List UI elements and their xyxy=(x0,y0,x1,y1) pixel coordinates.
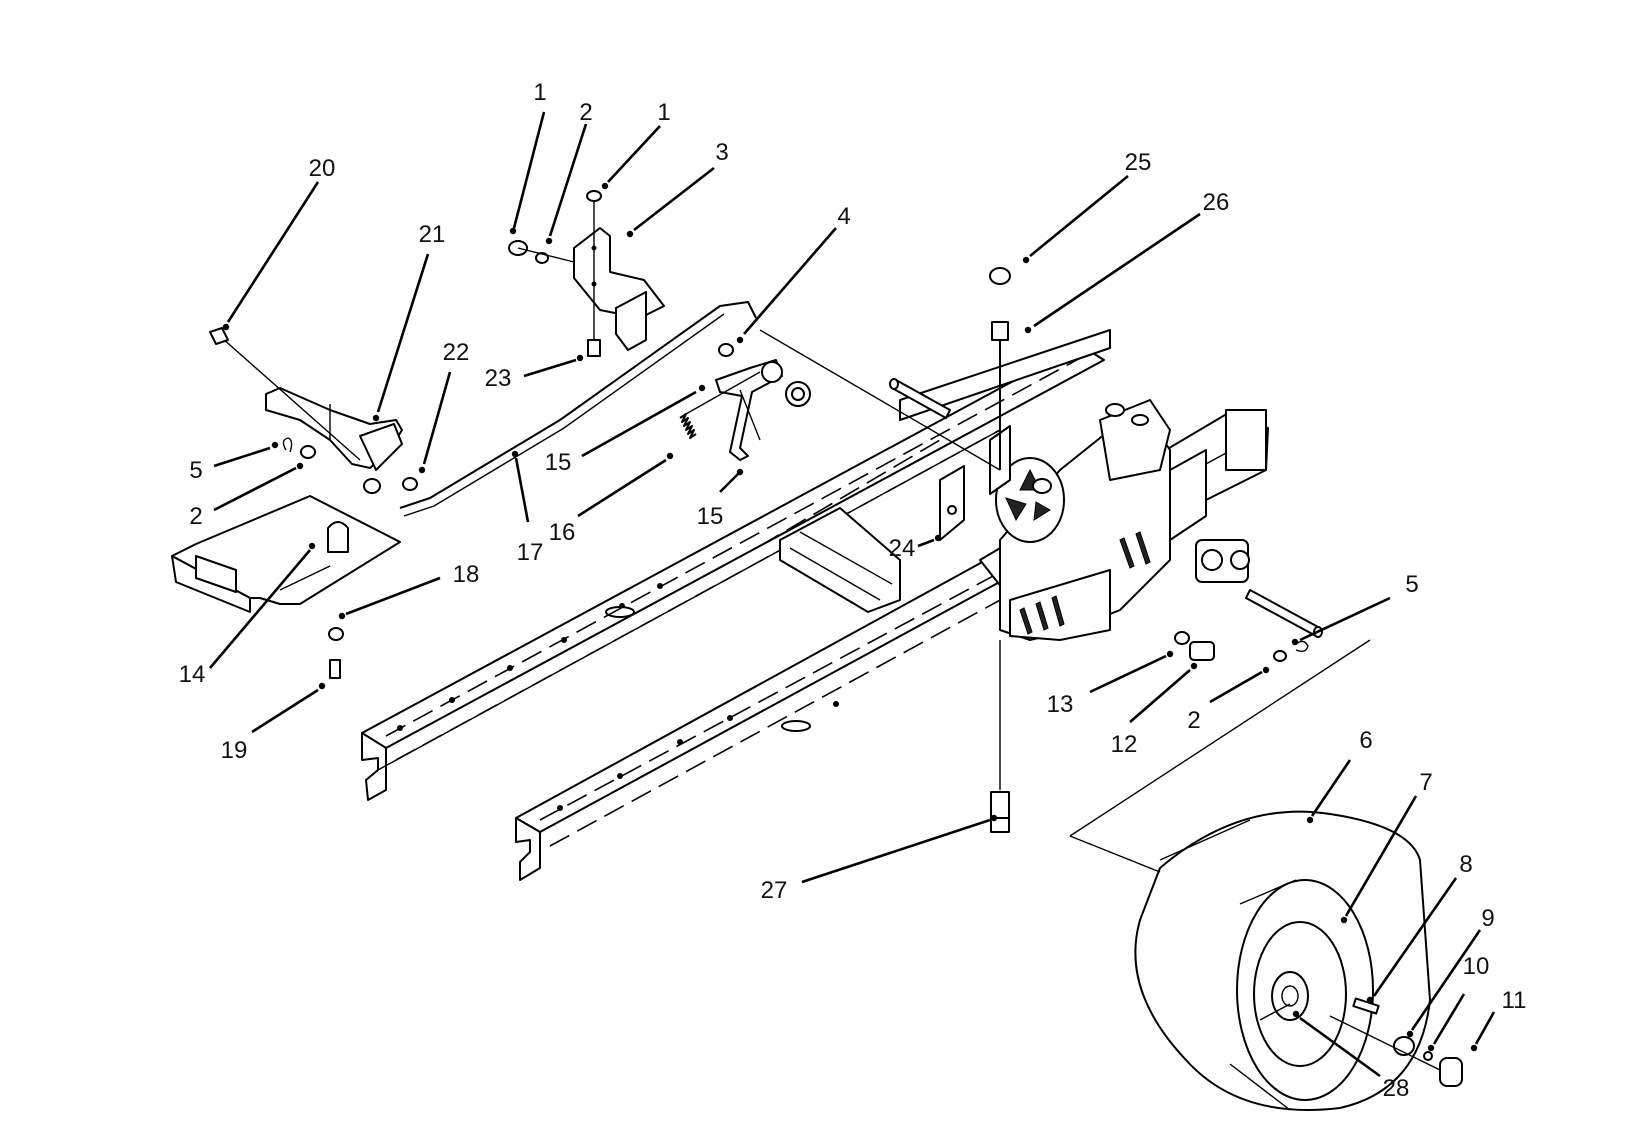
callout-2c: 2 xyxy=(1187,707,1200,734)
callout-1a: 1 xyxy=(533,79,546,106)
callout-20: 20 xyxy=(309,155,336,182)
callout-1b: 1 xyxy=(657,99,670,126)
callout-25: 25 xyxy=(1125,149,1152,176)
transaxle xyxy=(995,399,1250,641)
callout-14: 14 xyxy=(179,661,206,688)
callout-27: 27 xyxy=(761,877,788,904)
callout-2b: 2 xyxy=(189,503,202,530)
callout-16: 16 xyxy=(549,519,576,546)
hardware-1-2 xyxy=(508,190,602,357)
callout-21: 21 xyxy=(419,221,446,248)
transaxle-fins xyxy=(1019,531,1151,635)
callout-5b: 5 xyxy=(1405,571,1418,598)
nut-and-spacer xyxy=(989,267,1011,341)
callout-17: 17 xyxy=(517,539,544,566)
callout-8: 8 xyxy=(1459,851,1472,878)
bracket-3 xyxy=(573,196,665,351)
callout-7: 7 xyxy=(1419,769,1432,796)
callout-13: 13 xyxy=(1047,691,1074,718)
callout-6: 6 xyxy=(1359,727,1372,754)
callout-18: 18 xyxy=(453,561,480,588)
cross-member xyxy=(779,507,901,613)
callout-26: 26 xyxy=(1203,189,1230,216)
pedal-plate-14 xyxy=(171,495,401,613)
callout-9: 9 xyxy=(1481,905,1494,932)
pedal-21 xyxy=(209,327,418,494)
callout-15b: 15 xyxy=(697,503,724,530)
lever-assembly xyxy=(715,343,811,461)
callout-23: 23 xyxy=(485,365,512,392)
callout-11: 11 xyxy=(1502,987,1527,1014)
callout-4: 4 xyxy=(837,203,850,230)
callout-3: 3 xyxy=(715,139,728,166)
rear-wheel xyxy=(1069,639,1431,1111)
callout-22: 22 xyxy=(443,339,470,366)
drive-rod xyxy=(990,336,1010,833)
callout-24: 24 xyxy=(889,535,916,562)
axle-shafts xyxy=(889,378,1323,638)
callout-10: 10 xyxy=(1463,953,1490,980)
small-hardware xyxy=(282,437,1309,679)
callout-2a: 2 xyxy=(579,99,592,126)
callout-28: 28 xyxy=(1383,1075,1410,1102)
control-rod xyxy=(399,301,1001,517)
callout-12: 12 xyxy=(1111,731,1138,758)
wheel-hardware xyxy=(1329,997,1463,1087)
callout-labels: 1 2 1 3 20 21 4 25 26 22 23 5 15 2 16 15… xyxy=(179,79,1527,1102)
callout-19: 19 xyxy=(221,737,248,764)
spring-16 xyxy=(679,371,761,439)
callout-15a: 15 xyxy=(545,449,572,476)
frame-dashed-lines xyxy=(385,355,1191,847)
leader-lines xyxy=(209,111,1496,1078)
callout-5a: 5 xyxy=(189,457,202,484)
